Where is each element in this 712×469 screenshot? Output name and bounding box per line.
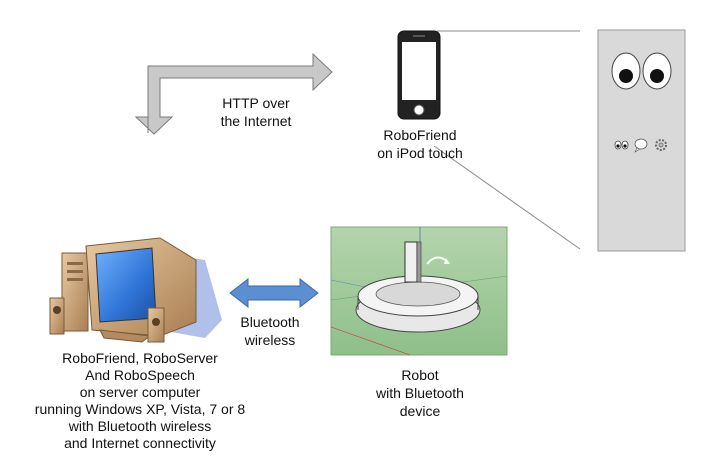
desktop-computer-icon (49, 237, 222, 343)
robot-label-line: with Bluetooth (376, 385, 464, 401)
robot-vacuum-icon (330, 226, 508, 356)
eyes-icon (614, 140, 629, 150)
ipod-label: RoboFriend on iPod touch (360, 126, 480, 162)
bluetooth-label-line: Bluetooth (240, 314, 300, 330)
server-label: RoboFriend, RoboServer And RoboSpeech on… (20, 350, 260, 452)
speech-bubble-icon (634, 138, 648, 153)
bluetooth-arrow-icon (229, 277, 319, 309)
ipod-label-line: on iPod touch (377, 145, 463, 161)
http-arrow-icon (134, 52, 333, 135)
zoom-line-bottom (433, 145, 581, 250)
server-label-line: And RoboSpeech (85, 367, 195, 383)
robot-label-line: device (399, 403, 441, 419)
http-label: HTTP over the Internet (206, 94, 306, 130)
robot-label-line: Robot (401, 367, 439, 383)
robot-eyes-icon (611, 52, 672, 90)
bluetooth-label: Bluetooth wireless (225, 313, 315, 349)
server-label-line: RoboFriend, RoboServer (62, 350, 218, 366)
ipod-screen-panel (597, 29, 686, 252)
server-label-line: and Internet connectivity (64, 435, 216, 451)
bluetooth-label-line: wireless (244, 332, 296, 348)
server-label-line: on server computer (79, 384, 201, 400)
gear-icon (655, 139, 667, 151)
ipod-label-line: RoboFriend (383, 127, 457, 143)
server-label-line: with Bluetooth wireless (68, 418, 212, 434)
ipod-touch-icon (397, 30, 441, 120)
robot-label: Robot with Bluetooth device (360, 366, 480, 420)
server-label-line: running Windows XP, Vista, 7 or 8 (34, 401, 246, 417)
http-label-line: HTTP over (222, 95, 290, 111)
http-label-line: the Internet (220, 113, 292, 129)
